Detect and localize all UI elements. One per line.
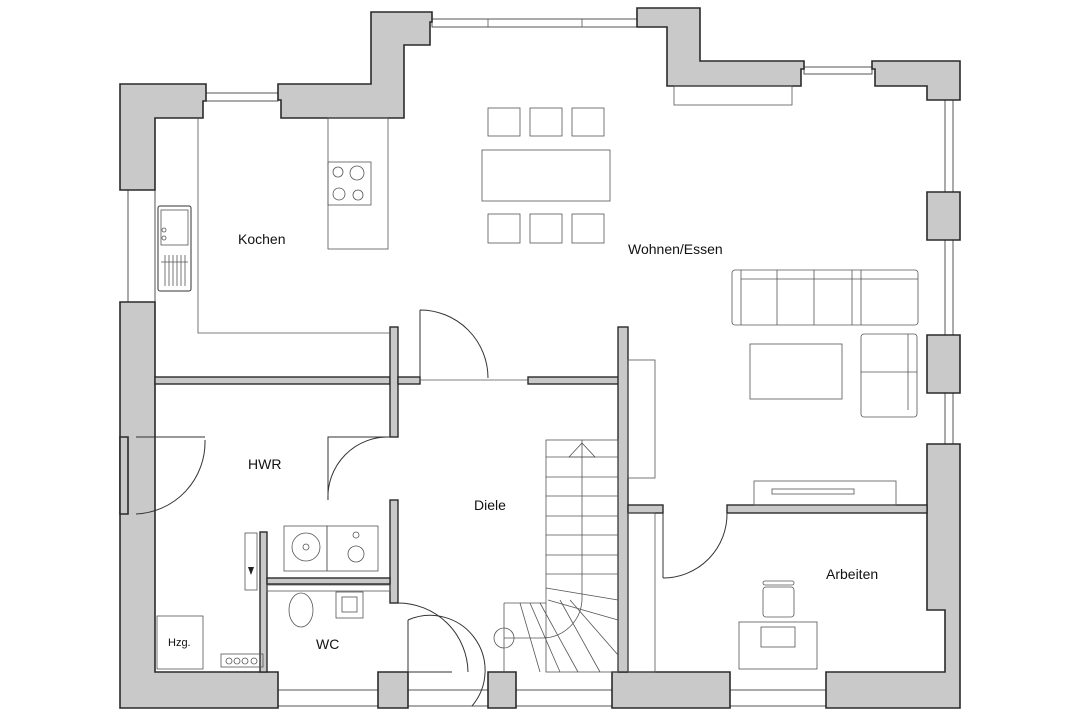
- toilet: [288, 592, 314, 628]
- wc-basin: [335, 591, 364, 619]
- room-labels: Kochen Wohnen/Essen HWR Diele Arbeiten W…: [168, 231, 878, 652]
- tv-board: [753, 480, 897, 506]
- sink: [157, 205, 192, 292]
- heating-label: Hzg.: [168, 637, 191, 649]
- sofa: [731, 269, 919, 326]
- coffee-table: [749, 343, 843, 400]
- room-label-arbeiten: Arbeiten: [826, 566, 878, 582]
- doors: [135, 309, 728, 707]
- heating-unit: [156, 615, 204, 670]
- room-label-hwr: HWR: [248, 456, 281, 472]
- office-chair: [762, 586, 795, 618]
- room-label-wc: WC: [316, 636, 339, 652]
- room-label-wohnen-essen: Wohnen/Essen: [628, 241, 723, 257]
- dining-table: [481, 149, 611, 202]
- dining-set: [481, 85, 793, 244]
- utility-fixtures: [156, 525, 391, 670]
- living-furniture: [627, 269, 919, 506]
- interior-walls: [154, 326, 928, 673]
- staircase: [493, 439, 619, 673]
- cooktop: [327, 161, 372, 206]
- office-furniture: [627, 512, 818, 673]
- room-label-diele: Diele: [474, 497, 506, 513]
- desk: [738, 621, 818, 670]
- room-label-kochen: Kochen: [238, 231, 285, 247]
- exterior-walls: [119, 7, 961, 709]
- kitchen-furniture: [157, 117, 390, 334]
